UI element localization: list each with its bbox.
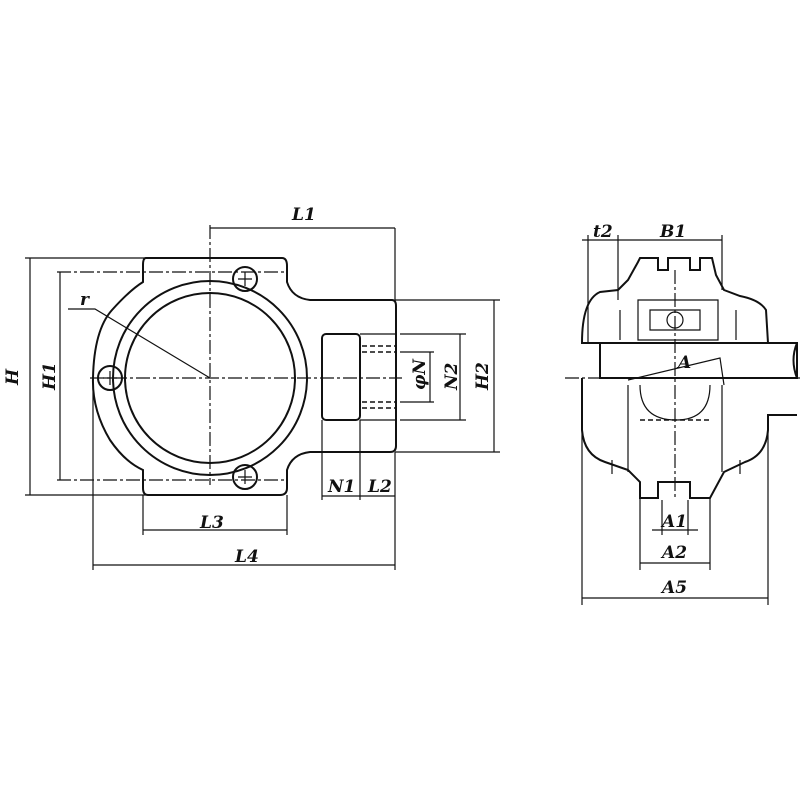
bearing-insert [619,299,737,341]
label-H2: H2 [473,362,493,391]
center-lines [57,225,402,485]
label-N2: N2 [442,362,462,391]
label-A2: A2 [660,543,687,563]
label-N1: N1 [327,477,355,497]
housing-outline [91,257,397,496]
label-t2: t2 [593,222,613,242]
label-phiN: φN [410,358,430,390]
nut-boss [321,333,361,421]
label-L4: L4 [234,547,259,567]
label-L3: L3 [199,513,224,533]
label-A1: A1 [660,512,687,532]
label-L2: L2 [367,477,392,497]
label-L1: L1 [291,205,316,225]
set-screw [627,357,725,421]
label-A: A [676,353,691,373]
label-A5: A5 [660,578,687,598]
side-center-lines [565,270,800,500]
bolt-hole [232,266,258,292]
shaft [599,342,798,379]
label-B1: B1 [659,222,686,242]
label-H: H [3,368,23,386]
dim-lines [25,227,500,570]
side-view: t2 B1 A A1 A2 A5 [565,222,800,605]
front-view: L1 H H1 r φN N2 H2 N1 L2 L3 L4 [3,205,500,570]
bolt-hole [232,464,258,490]
label-H1: H1 [40,362,60,391]
housing-side-outline [580,257,797,499]
label-r: r [80,290,90,310]
radius-leader [68,308,211,379]
side-dim-lines [581,235,769,605]
